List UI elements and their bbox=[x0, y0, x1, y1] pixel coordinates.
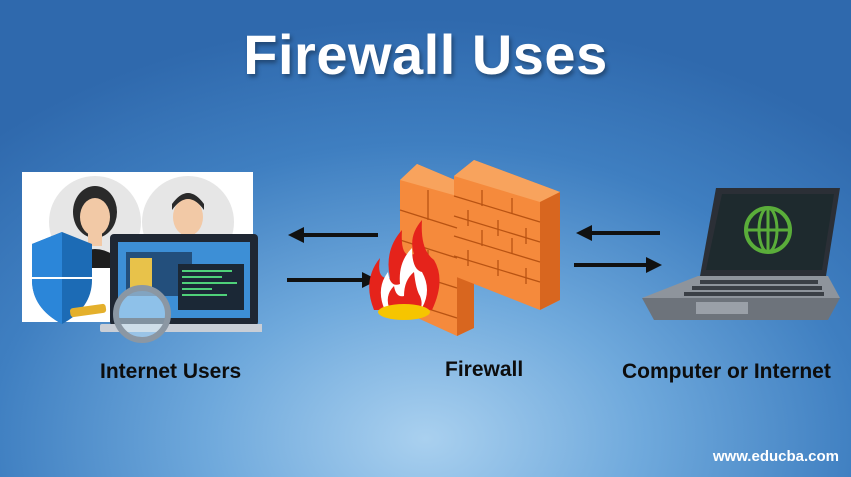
computer-laptop-icon bbox=[642, 188, 840, 320]
arrow-to-computer bbox=[574, 257, 662, 273]
computer-or-internet-label: Computer or Internet bbox=[622, 360, 831, 383]
watermark: www.educba.com bbox=[712, 448, 839, 465]
page-title: Firewall Uses bbox=[243, 23, 608, 86]
internet-users-illustration bbox=[22, 172, 262, 343]
firewall-icon bbox=[369, 160, 560, 336]
users-laptop-icon bbox=[100, 234, 262, 332]
arrow-to-users bbox=[288, 227, 378, 243]
arrow-to-firewall-right bbox=[576, 225, 660, 241]
flame-icon bbox=[369, 220, 440, 320]
internet-users-label: Internet Users bbox=[100, 360, 242, 383]
magnifier-icon bbox=[70, 285, 171, 343]
shield-icon bbox=[32, 232, 92, 324]
firewall-label: Firewall bbox=[445, 358, 524, 381]
globe-icon bbox=[744, 206, 792, 254]
